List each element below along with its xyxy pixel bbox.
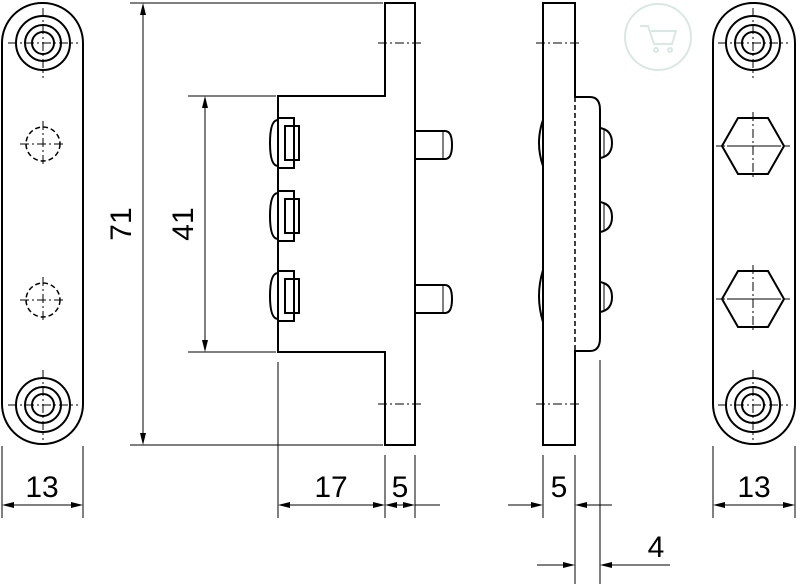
hex-nut-lower — [716, 265, 790, 333]
front-width-label: 13 — [25, 471, 58, 504]
clip-top — [268, 117, 300, 169]
flange-thickness-label: 5 — [392, 471, 409, 504]
side-thickness-label: 5 — [551, 471, 568, 504]
hex-nut-upper — [716, 112, 790, 180]
pin-spacing-label: 41 — [167, 207, 200, 240]
back-width-label: 13 — [737, 471, 770, 504]
side-view: 71 41 17 5 — [105, 2, 454, 518]
bracket-outline — [277, 2, 416, 446]
back-bottom-screw-hole — [718, 370, 788, 440]
back-view: 13 — [712, 2, 796, 518]
lower-pin — [415, 284, 454, 314]
clip-bottom — [268, 270, 300, 322]
back-top-screw-hole — [718, 8, 788, 78]
front-view: 13 — [1, 2, 84, 518]
front-bottom-screw-hole — [8, 370, 78, 440]
overall-height-label: 71 — [105, 207, 138, 240]
pin-projection-label: 4 — [648, 531, 665, 564]
back-strip-outline — [712, 2, 796, 445]
front-strip-outline — [1, 2, 84, 445]
watermark-cart-icon — [624, 3, 692, 71]
clip-middle — [268, 190, 300, 242]
upper-pin — [415, 130, 454, 160]
front-top-screw-hole — [8, 8, 78, 78]
thin-side-outline — [542, 2, 601, 446]
depth-offset-label: 17 — [314, 471, 347, 504]
thin-side-bumps — [599, 127, 614, 313]
thin-side-view: 5 4 — [508, 2, 670, 584]
